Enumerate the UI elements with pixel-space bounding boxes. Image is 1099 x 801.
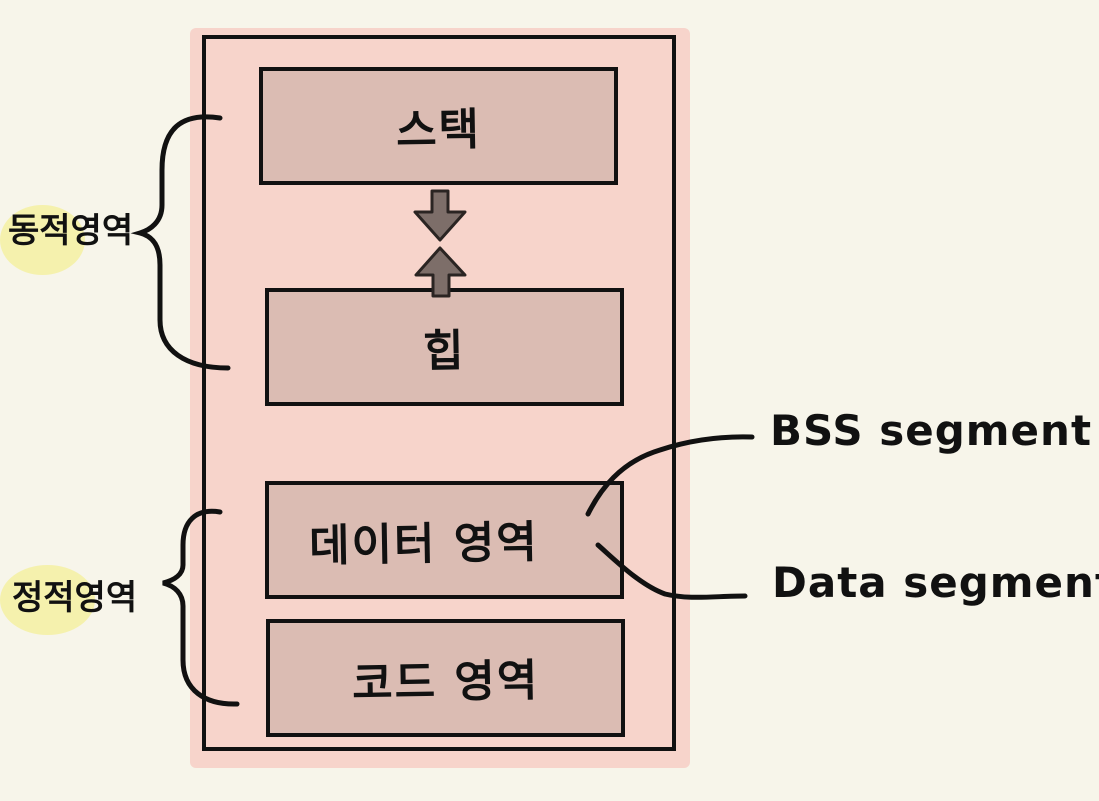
data-connector-line [595,542,748,600]
dynamic-label-highlight [0,205,85,275]
heap-segment: 힙 [265,288,624,406]
bss-segment-annotation: BSS segment [770,406,1093,455]
dynamic-region-label: 동적영역 [8,211,134,251]
memory-region [202,35,676,751]
static-region-brace [162,508,240,707]
stack-segment: 스택 [259,67,618,185]
bss-connector-line [585,434,755,517]
code-segment: 코드 영역 [266,619,625,737]
static-label-highlight [0,565,95,635]
static-region-label: 정적영역 [12,578,138,618]
arrow-up-icon [414,246,467,298]
arrow-down-icon [413,189,467,242]
data-segment-annotation: Data segment [772,558,1099,607]
dynamic-region-brace [130,114,231,371]
data-segment: 데이터 영역 [265,481,624,599]
